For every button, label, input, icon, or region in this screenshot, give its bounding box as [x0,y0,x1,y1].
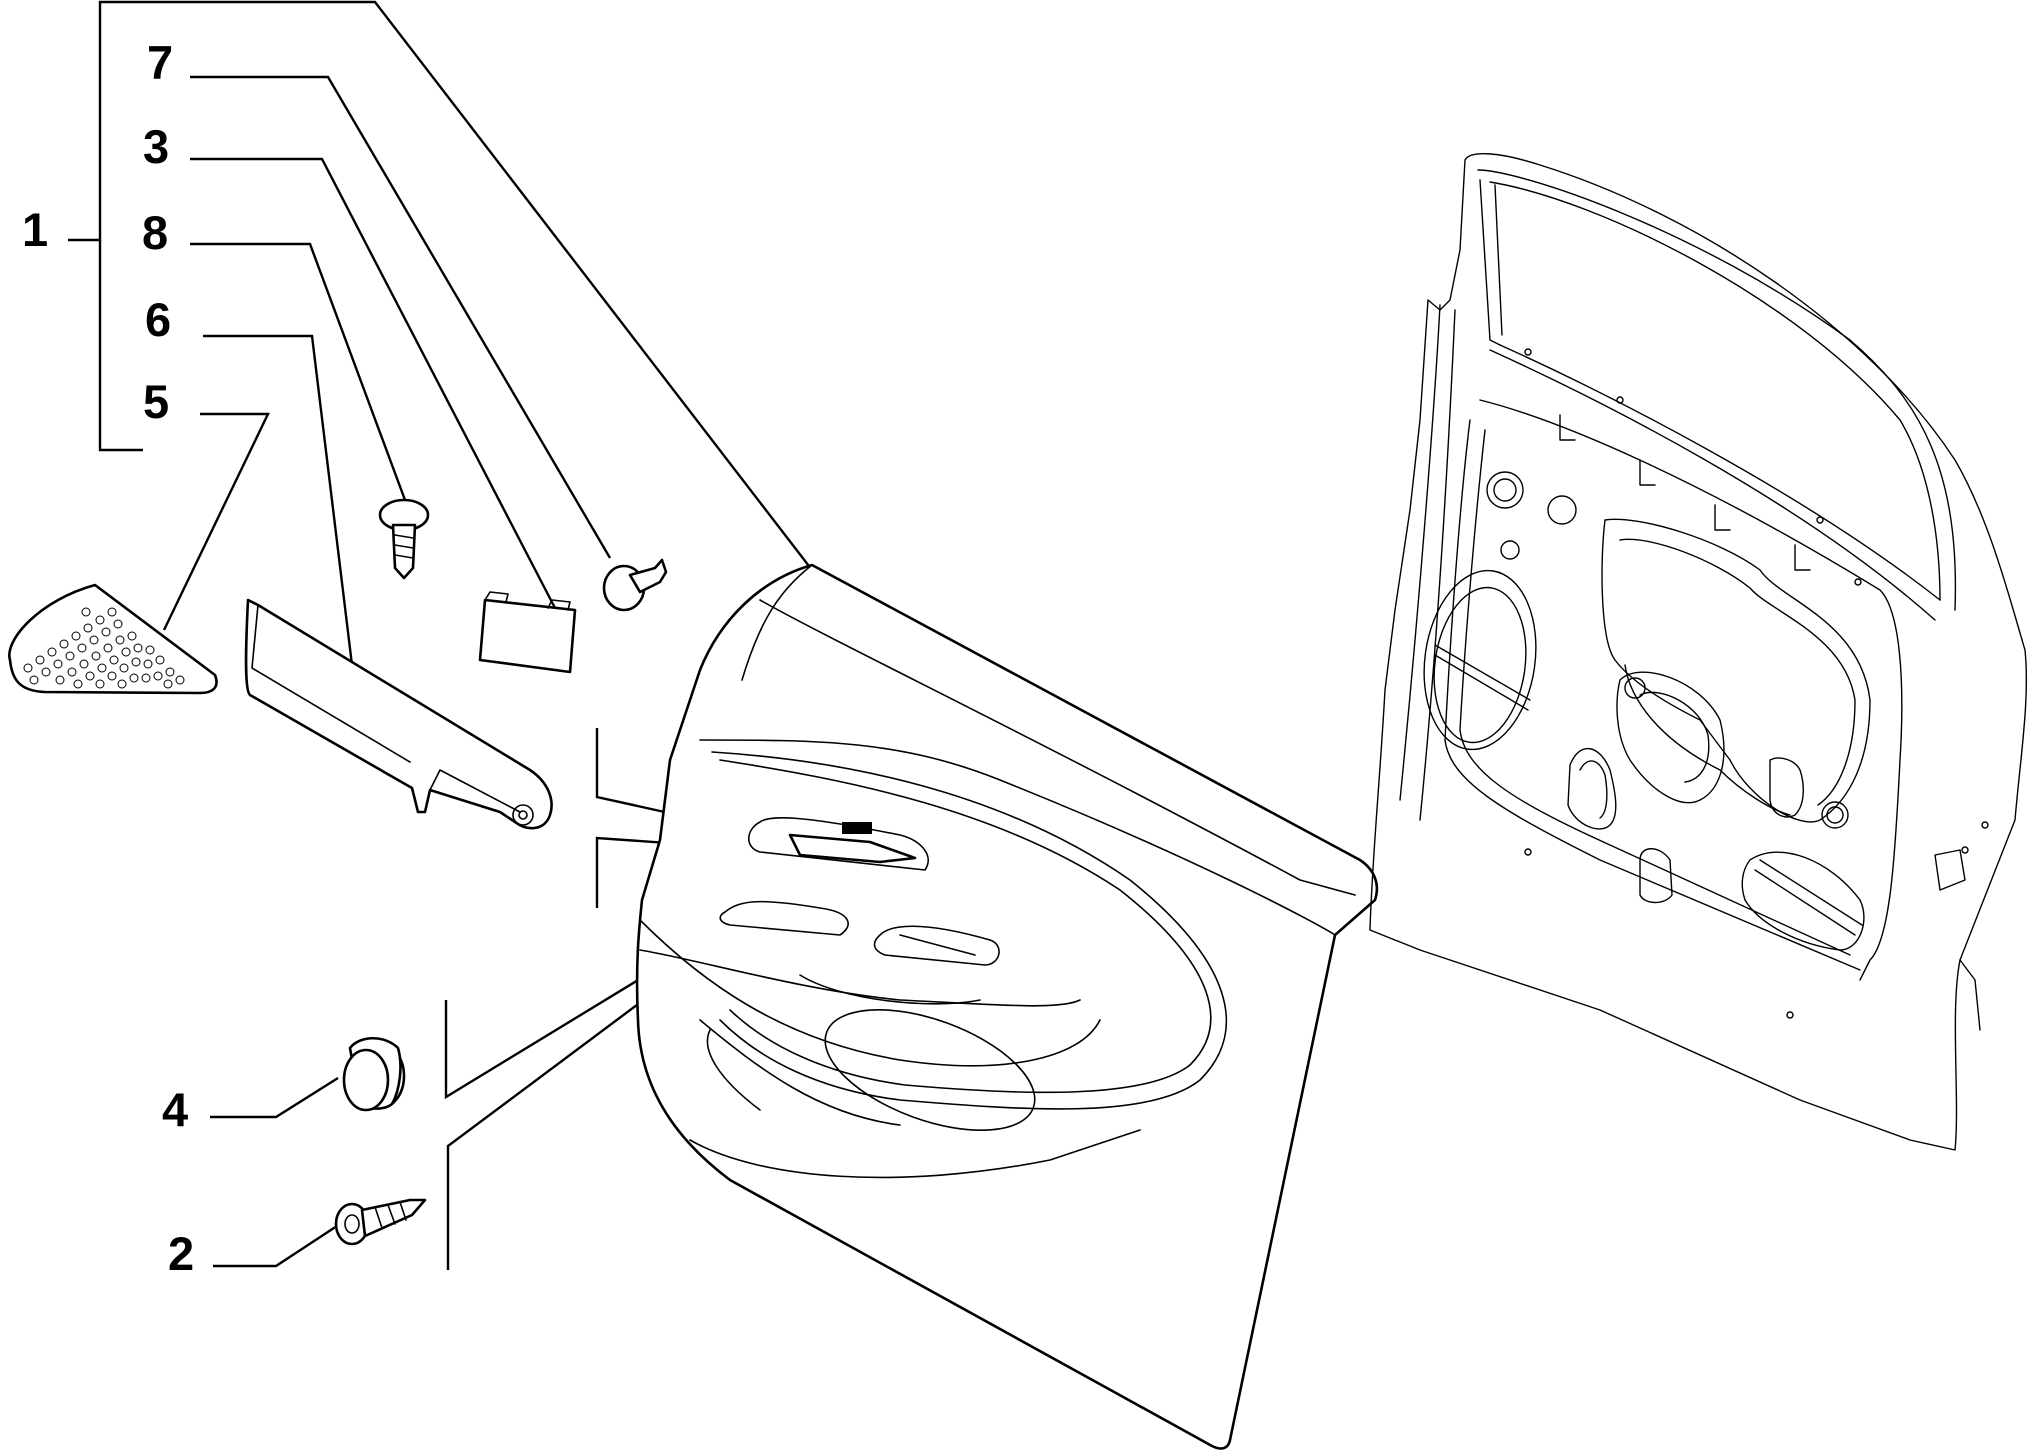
callout-7: 7 [147,36,173,89]
cover-cap-icon [478,591,577,674]
leader-1 [68,0,813,571]
callout-1: 1 [22,203,48,256]
leader-3 [190,157,557,609]
door-handle-trim-icon [244,598,553,830]
leader-5 [162,412,270,631]
callout-5: 5 [143,375,169,428]
speaker-grille-icon [8,583,218,695]
leader-4 [210,1076,339,1119]
callout-labels: 1 7 3 8 6 5 4 2 [22,36,194,1280]
callout-3: 3 [143,120,169,173]
push-rivet-icon [378,498,430,580]
leader-6 [203,334,354,666]
callout-6: 6 [145,293,171,346]
leader-8 [190,242,407,501]
door-panel-icon [635,563,1379,1450]
leader-lines [68,0,813,1270]
callout-2: 2 [168,1227,194,1280]
push-rivet-icon-7 [602,558,668,612]
leader-1-bracket-bottom [98,240,143,452]
plug-cap-icon [342,1036,406,1112]
door-frame-icon [1369,152,2028,1151]
callout-8: 8 [142,206,168,259]
leader-2 [213,1222,341,1268]
screw-icon [334,1198,427,1246]
leader-7 [190,75,612,559]
callout-4: 4 [162,1083,188,1136]
